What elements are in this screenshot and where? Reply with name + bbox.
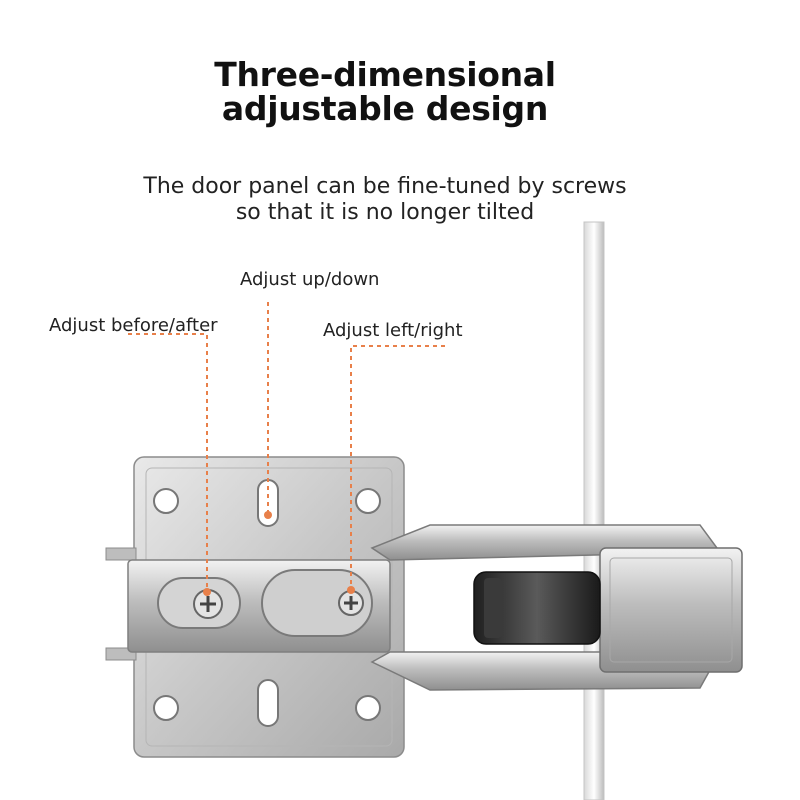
label-adjust-up-down: Adjust up/down bbox=[240, 269, 380, 290]
leader-left-right bbox=[350, 345, 445, 592]
label-adjust-before-after: Adjust before/after bbox=[49, 315, 218, 336]
description: The door panel can be fine-tuned by scre… bbox=[0, 174, 770, 226]
description-line-2: so that it is no longer tilted bbox=[235, 200, 535, 225]
hinge-arm bbox=[370, 524, 743, 691]
roller bbox=[473, 571, 601, 645]
adjustment-plate bbox=[127, 559, 391, 653]
description-line-1: The door panel can be fine-tuned by scre… bbox=[143, 174, 627, 199]
leader-dots bbox=[203, 511, 355, 596]
headline-line-2: adjustable design bbox=[221, 89, 549, 128]
label-adjust-left-right: Adjust left/right bbox=[323, 320, 463, 341]
mounting-holes bbox=[153, 479, 381, 727]
leader-lines bbox=[128, 302, 445, 592]
leader-before-after bbox=[128, 333, 208, 590]
screw-left-right bbox=[338, 590, 364, 616]
headline: Three-dimensional adjustable design bbox=[0, 58, 770, 126]
support-rod bbox=[583, 221, 605, 800]
headline-line-1: Three-dimensional bbox=[214, 55, 556, 94]
